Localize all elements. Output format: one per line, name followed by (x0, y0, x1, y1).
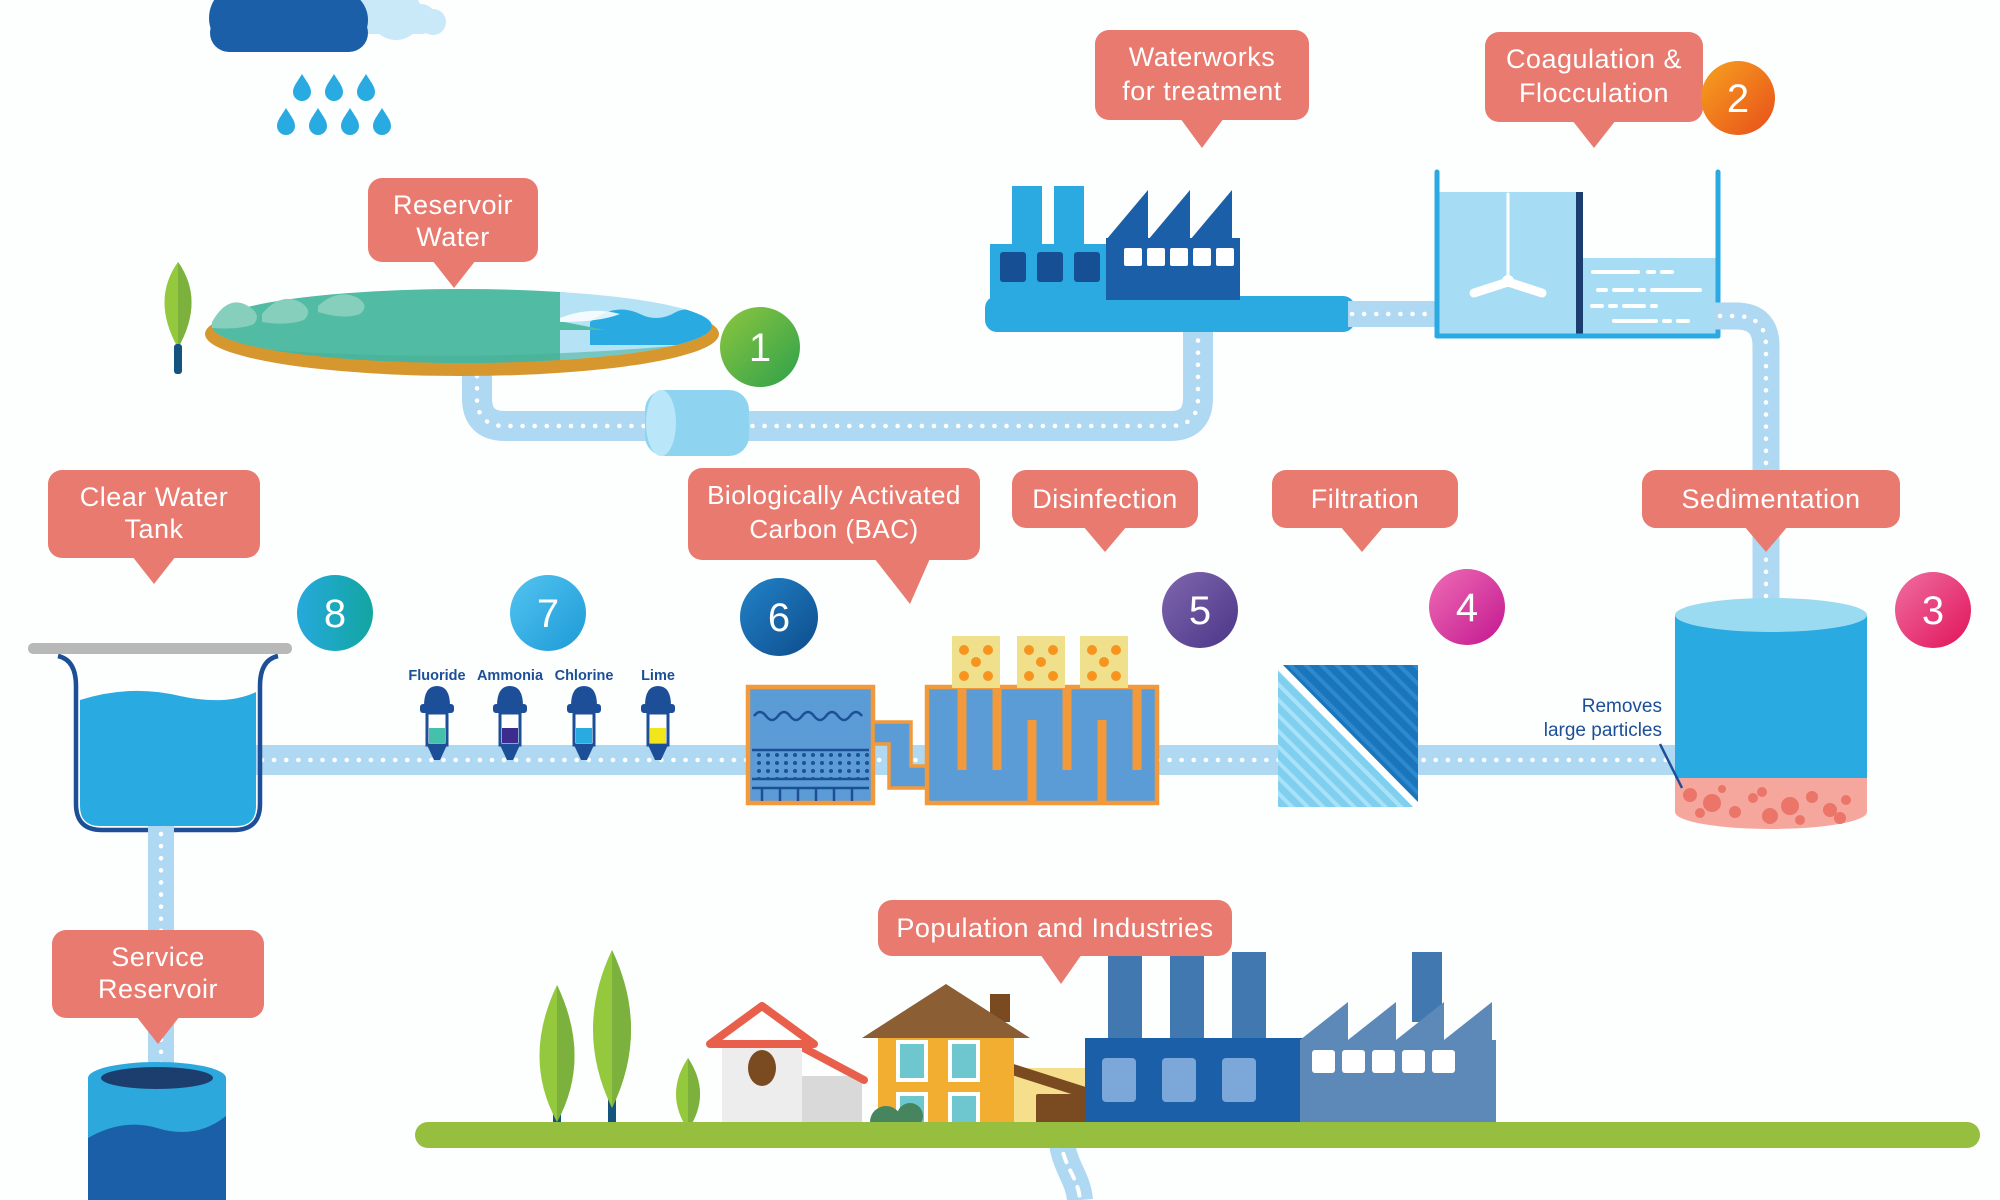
coagulation-tank (1434, 169, 1721, 339)
carbon-block-icon (1080, 636, 1128, 688)
filtration-unit (1275, 662, 1421, 810)
pipe-coagulation-to-sedimentation (1714, 302, 1780, 621)
carbon-blocks (952, 636, 1128, 688)
callout-clear-water-line1: Clear Water (80, 482, 229, 512)
chemical-label-ammonia: Ammonia (477, 668, 544, 684)
callout-disinfection-line1: Disinfection (1032, 484, 1178, 514)
callout-clear-water-tank: Clear Water Tank (48, 470, 260, 584)
clear-water-tank (28, 643, 292, 833)
step-badge-3: 3 (1895, 572, 1971, 648)
callout-clear-water-line2: Tank (124, 514, 183, 544)
reservoir-water-body (205, 289, 719, 376)
callout-filtration: Filtration (1272, 470, 1458, 552)
tank-lid (28, 643, 292, 654)
trees-icon (539, 950, 700, 1140)
callout-filtration-line1: Filtration (1311, 484, 1420, 514)
baffles (957, 689, 1142, 801)
raindrops-icon (277, 74, 391, 135)
sediment-particles (1683, 785, 1851, 825)
church-building (706, 1002, 868, 1133)
step-badge-5: 5 (1162, 572, 1238, 648)
callout-waterworks-line2: for treatment (1122, 76, 1282, 106)
waterworks-window (1037, 252, 1063, 282)
callout-coagulation-line2: Flocculation (1519, 78, 1669, 108)
waterworks-window (1074, 252, 1100, 282)
step-7-number: 7 (537, 592, 559, 636)
chemical-label-fluoride: Fluoride (408, 668, 465, 684)
callout-service-line1: Service (111, 942, 205, 972)
step-5-number: 5 (1189, 589, 1211, 633)
step-6-number: 6 (768, 596, 790, 640)
chemical-droppers: Fluoride Ammonia Chlorine Lime (408, 668, 675, 760)
step-8-number: 8 (324, 592, 346, 636)
filter-divider (1275, 662, 1421, 810)
callout-waterworks-line1: Waterworks (1129, 42, 1276, 72)
step-badge-1: 1 (720, 307, 800, 387)
factory-building (1085, 952, 1496, 1133)
callout-reservoir-water: Reservoir Water (368, 178, 538, 288)
water-surface-wave (753, 710, 863, 722)
callout-coagulation-line1: Coagulation & (1506, 44, 1682, 74)
callout-bac-line1: Biologically Activated (707, 480, 961, 510)
basin-underdrain (752, 748, 869, 801)
chemical-label-chlorine: Chlorine (555, 668, 614, 684)
callout-reservoir-water-line2: Water (416, 222, 490, 252)
callout-reservoir-water-line1: Reservoir (393, 190, 513, 220)
callout-service-reservoir: Service Reservoir (52, 930, 264, 1044)
tank-water (80, 690, 256, 826)
dropper-chlorine-icon (567, 686, 601, 760)
carbon-block-icon (952, 636, 1000, 688)
step-1-number: 1 (749, 326, 771, 370)
dropper-ammonia-icon (493, 686, 527, 760)
tree-icon (164, 262, 192, 374)
church-window (748, 1050, 776, 1086)
sedimentation-tank (1675, 598, 1867, 829)
carbon-media-bed (752, 752, 869, 778)
step-badge-2: 2 (1701, 61, 1775, 135)
water-dashes (1590, 270, 1702, 323)
house-building (862, 984, 1108, 1138)
callout-sedimentation: Sedimentation (1642, 470, 1900, 552)
rain-cloud-icon (209, 0, 368, 52)
annotation-pointer-line (1658, 743, 1684, 789)
step-4-number: 4 (1456, 586, 1478, 630)
annotation-line2: large particles (1544, 720, 1662, 741)
pipe-reservoir-to-waterworks (462, 307, 1213, 456)
dropper-fluoride-icon (420, 686, 454, 760)
service-reservoir-tank (88, 1062, 226, 1200)
waterworks-white-windows (1124, 248, 1234, 266)
chemical-label-lime: Lime (641, 668, 675, 684)
step-2-number: 2 (1727, 77, 1749, 121)
annotation-removes-large-particles: Removes large particles (1544, 696, 1684, 789)
factory-windows (1102, 1058, 1256, 1102)
step-badge-6: 6 (740, 578, 818, 656)
annotation-line1: Removes (1582, 696, 1662, 717)
step-badge-8: 8 (297, 575, 373, 651)
callout-population: Population and Industries (878, 900, 1232, 984)
step-badge-4: 4 (1429, 569, 1505, 645)
callout-disinfection: Disinfection (1012, 470, 1198, 552)
carbon-block-icon (1017, 636, 1065, 688)
callout-service-line2: Reservoir (98, 974, 218, 1004)
waterworks-window (1000, 252, 1026, 282)
waterworks-building (985, 186, 1355, 332)
callout-waterworks: Waterworks for treatment (1095, 30, 1309, 148)
callout-bac-line2: Carbon (BAC) (749, 514, 918, 544)
callout-population-line1: Population and Industries (896, 913, 1213, 943)
step-3-number: 3 (1922, 589, 1944, 633)
factory-white-windows (1312, 1050, 1455, 1073)
dropper-lime-icon (641, 686, 675, 760)
pipe-fitting-cylinder (645, 390, 749, 456)
bac-basin (745, 684, 876, 806)
callout-sedimentation-line1: Sedimentation (1681, 484, 1860, 514)
callout-coagulation: Coagulation & Flocculation (1485, 32, 1703, 148)
stirrer-icon (1469, 192, 1547, 298)
disinfection-contact-tank (924, 684, 1160, 806)
tank-divider (1576, 192, 1583, 336)
ground-strip (415, 1122, 1980, 1148)
step-badge-7: 7 (510, 575, 586, 651)
callout-bac: Biologically Activated Carbon (BAC) (688, 468, 980, 604)
